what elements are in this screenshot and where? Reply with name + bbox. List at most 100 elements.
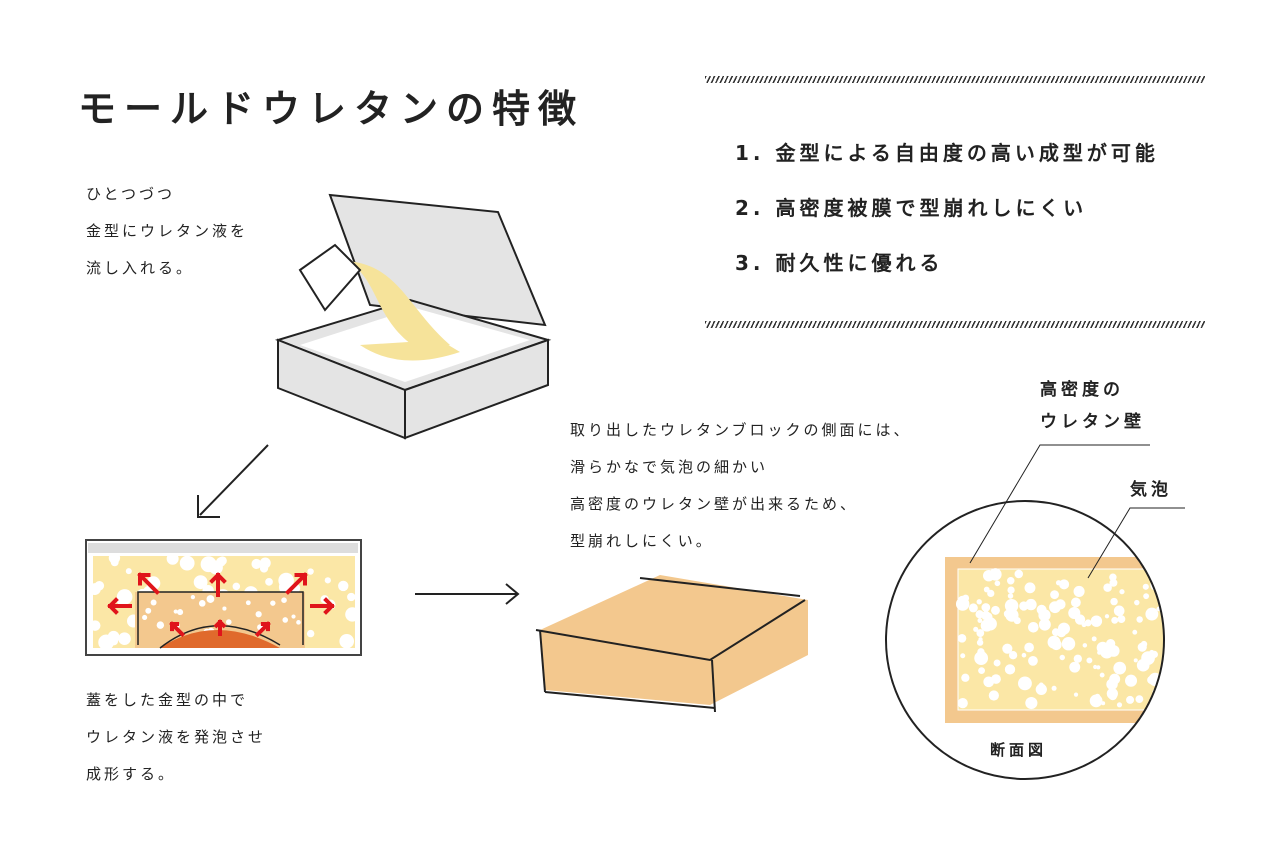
bubble xyxy=(974,651,989,665)
bubble xyxy=(1137,642,1147,652)
page-title: モールドウレタンの特徴 xyxy=(78,87,585,131)
cross-section-illustration xyxy=(885,444,1185,780)
bubble xyxy=(988,690,999,701)
bubble xyxy=(216,557,226,567)
bubble xyxy=(1073,692,1079,697)
bubble xyxy=(296,620,301,625)
bubble xyxy=(983,676,995,688)
bubble xyxy=(975,610,984,619)
bubble xyxy=(1116,702,1123,708)
bubble xyxy=(1113,605,1125,617)
step3-line: 高密度のウレタン壁が出来るため、 xyxy=(570,495,859,513)
bubble xyxy=(1126,695,1135,704)
bubble xyxy=(118,632,131,646)
bubble xyxy=(1109,578,1118,587)
bubble xyxy=(1097,650,1102,655)
bubble xyxy=(156,621,165,629)
bubble xyxy=(957,698,968,709)
bubble xyxy=(347,592,355,602)
bubble xyxy=(98,634,114,648)
bubble xyxy=(259,564,269,573)
bubble xyxy=(1099,672,1105,678)
bubble xyxy=(339,633,355,648)
bubble xyxy=(1002,643,1013,654)
bubble xyxy=(1038,618,1051,631)
bubble xyxy=(1049,601,1061,614)
bubble xyxy=(1143,593,1150,600)
bubble xyxy=(976,629,985,637)
bubble xyxy=(206,595,215,603)
bubble xyxy=(973,626,979,632)
bubble xyxy=(955,597,970,611)
bubble xyxy=(1107,645,1120,657)
divider-top xyxy=(705,76,1205,83)
bubble xyxy=(1109,573,1117,581)
step2-line: 成形する。 xyxy=(86,765,177,783)
bubble xyxy=(1055,580,1062,586)
bubble xyxy=(1024,582,1036,594)
bubble xyxy=(109,637,119,646)
bubble xyxy=(1050,639,1062,651)
bubble xyxy=(1119,589,1125,595)
bubble xyxy=(1141,651,1155,665)
bubble-label: 気泡 xyxy=(1130,480,1172,500)
step3-text: 取り出したウレタンブロックの側面には、 滑らかなで気泡の細かい 高密度のウレタン… xyxy=(570,412,912,560)
bubble xyxy=(150,599,157,606)
bubble xyxy=(1068,606,1081,620)
expansion-arrow-icon xyxy=(209,572,227,597)
bubble xyxy=(1070,597,1081,608)
bubble xyxy=(179,556,195,571)
bubble xyxy=(1073,585,1085,597)
bubble xyxy=(983,586,990,593)
expansion-arrow-icon xyxy=(137,572,160,595)
bubble xyxy=(1050,590,1059,600)
bubble xyxy=(1096,665,1101,670)
bubble xyxy=(1093,664,1098,670)
bubble xyxy=(345,607,355,622)
bubble xyxy=(306,629,315,638)
bubble xyxy=(987,589,995,598)
closed-mold-illustration xyxy=(85,539,362,656)
step1-line: 金型にウレタン液を xyxy=(86,222,249,240)
step1-line: ひとつづつ xyxy=(86,185,175,203)
bubble xyxy=(1021,652,1027,658)
wall-label-line: 高密度の xyxy=(1040,380,1124,400)
bubble xyxy=(1005,608,1019,622)
bubble xyxy=(232,582,241,591)
expansion-arrow-icon xyxy=(254,621,271,638)
bubble xyxy=(1018,676,1032,691)
bubble xyxy=(1090,615,1103,627)
bubble xyxy=(1059,579,1070,590)
bubble xyxy=(1113,661,1127,675)
bubble xyxy=(282,617,289,623)
bubble xyxy=(93,620,101,631)
bubble xyxy=(281,597,287,604)
bubble xyxy=(994,580,1001,587)
bubble xyxy=(251,558,262,569)
bubble xyxy=(1135,695,1144,704)
bubble xyxy=(1007,586,1015,594)
open-mold-illustration xyxy=(274,193,552,440)
bubble xyxy=(1059,654,1065,661)
bubble xyxy=(978,667,985,674)
bubble xyxy=(1111,616,1119,624)
bubble xyxy=(1051,685,1057,691)
bubble xyxy=(1004,599,1019,613)
bubble xyxy=(1028,655,1038,666)
bubble xyxy=(983,569,995,582)
bubble xyxy=(1110,597,1118,606)
bubble xyxy=(226,619,232,625)
bubble xyxy=(324,577,331,584)
feature-2: 2. 高密度被膜で型崩れしにくい xyxy=(735,196,1088,220)
bubble xyxy=(1006,576,1015,585)
bubble xyxy=(255,611,262,618)
bubble xyxy=(991,605,1000,615)
bubble xyxy=(1073,654,1082,663)
bubble xyxy=(1101,701,1106,706)
bubble xyxy=(245,600,251,606)
bubble xyxy=(173,609,178,614)
bubble xyxy=(190,594,196,600)
bubble xyxy=(977,618,983,623)
step2-text: 蓋をした金型の中で ウレタン液を発泡させ 成形する。 xyxy=(86,682,266,793)
bubble xyxy=(270,600,276,606)
